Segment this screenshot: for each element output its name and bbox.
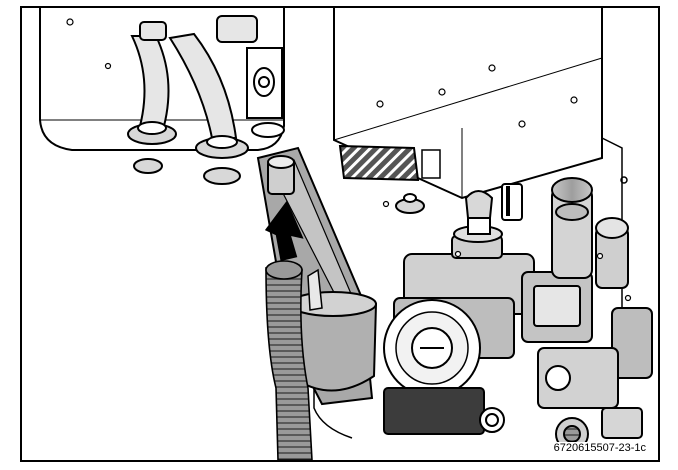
- valve-block: [501, 177, 653, 451]
- fixing-points: [382, 200, 632, 302]
- pipe-flanges: [127, 121, 425, 214]
- insert-arrow: [264, 200, 304, 262]
- burner-inlet: [338, 144, 441, 182]
- figure-frame: 6720615507-23-1c: [20, 6, 660, 462]
- drain-hose: [265, 260, 313, 460]
- siphon-cup: [288, 268, 378, 392]
- boiler-illustration: [39, 8, 653, 460]
- circulation-pump: [383, 190, 535, 435]
- connection-pipes: [130, 15, 283, 139]
- figure-code: 6720615507-23-1c: [551, 442, 648, 454]
